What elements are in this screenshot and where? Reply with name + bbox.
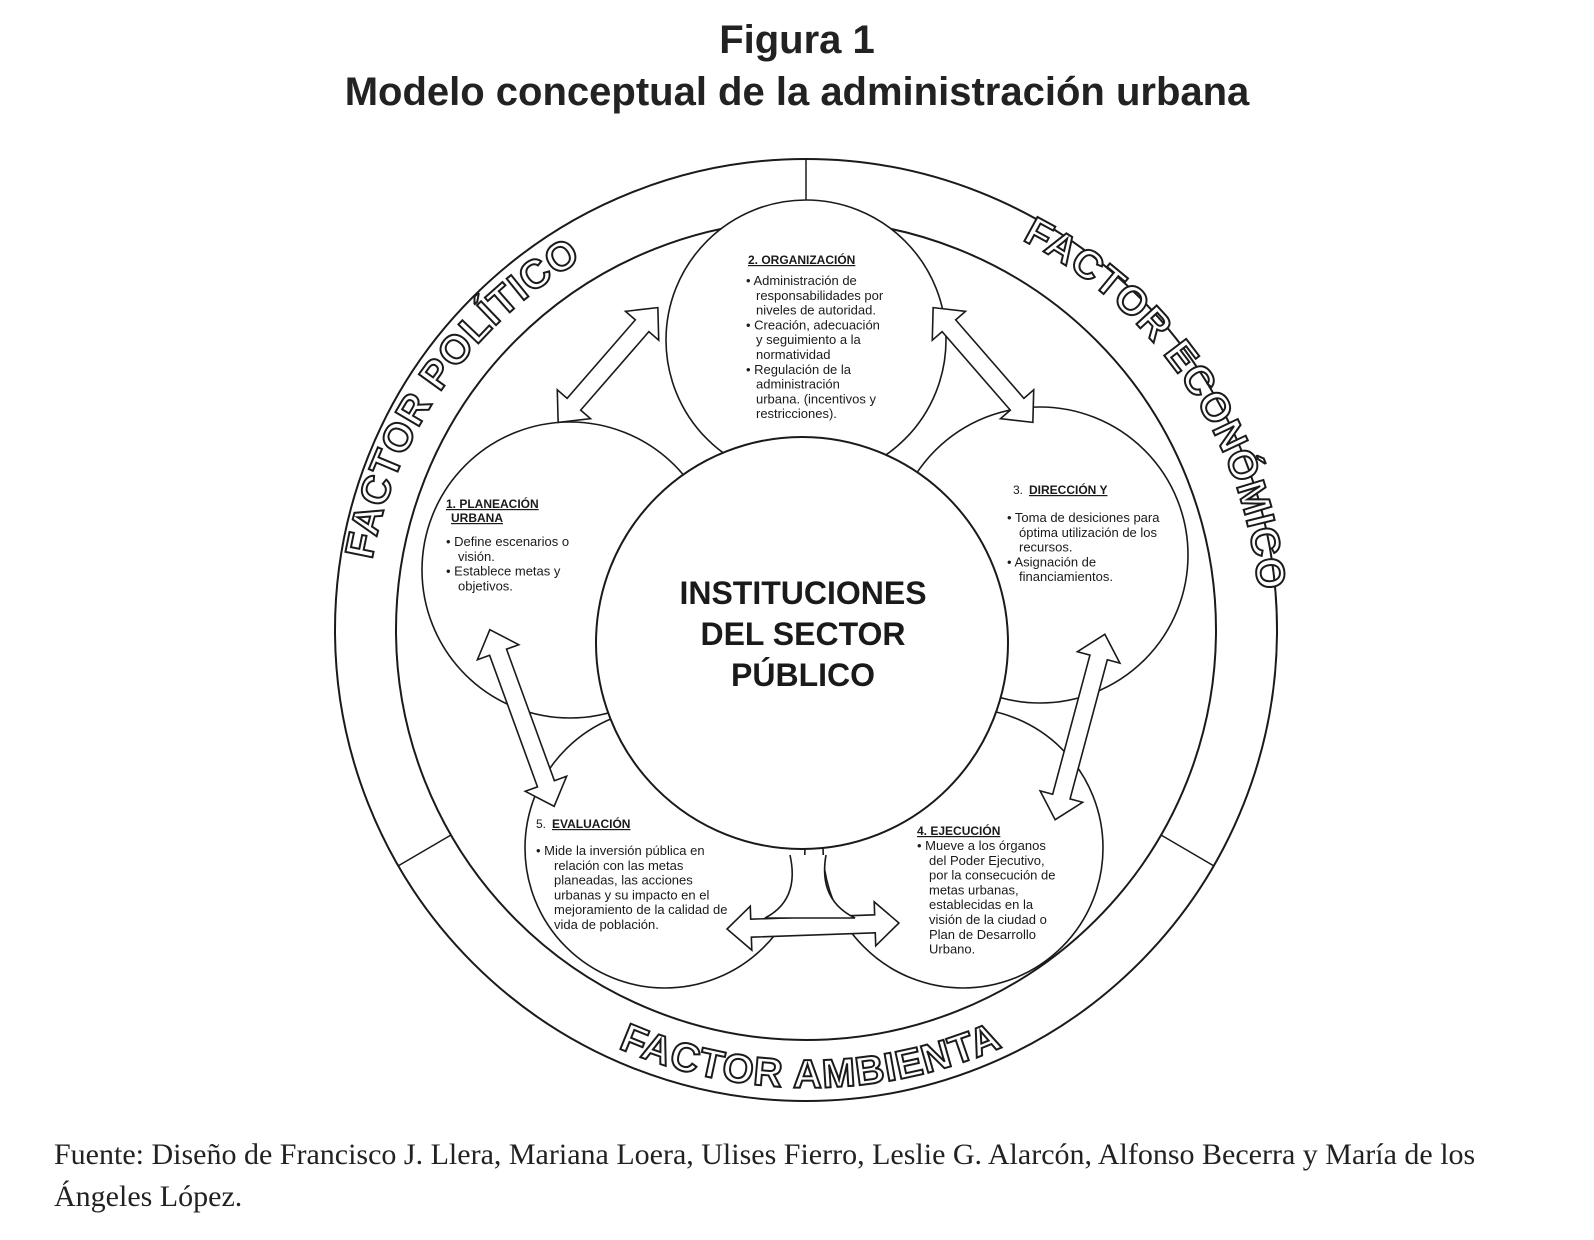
organizacion-list-line: normatividad: [756, 347, 830, 362]
planeacion-list-line: visión.: [458, 549, 495, 564]
evaluacion-list-line: vida de población.: [554, 917, 659, 932]
evaluacion-list-line: • Mide la inversión pública en: [536, 843, 705, 858]
evaluacion-list-line: urbanas y su impacto en el: [554, 887, 709, 902]
organizacion-list-line: • Creación, adecuación: [746, 317, 880, 332]
ring-divider-right: [1160, 834, 1215, 867]
organizacion-list-line: niveles de autoridad.: [756, 303, 876, 318]
organizacion-list-line: • Regulación de la: [746, 362, 852, 377]
arrow-stem-bottom: [764, 854, 856, 919]
arrow-direccion-ejecucion: [1038, 633, 1122, 821]
direccion-list-line: • Asignación de: [1007, 554, 1096, 569]
figure-label: Figura 1: [719, 18, 875, 62]
organizacion-list-line: responsabilidades por: [756, 288, 884, 303]
ejecucion-list-line: Plan de Desarrollo: [929, 927, 1036, 942]
organizacion-heading: 2. ORGANIZACIÓN: [748, 252, 855, 267]
direccion-list-line: • Toma de desiciones para: [1007, 510, 1160, 525]
direccion-heading: DIRECCIÓN Y: [1029, 482, 1107, 497]
admin-model-diagram: INSTITUCIONES DEL SECTOR PÚBLICO FACTOR …: [0, 0, 1293, 1102]
ejecucion-list-line: establecidas en la: [929, 897, 1034, 912]
evaluacion-list-line: planeadas, las acciones: [554, 873, 693, 888]
central-circle: [595, 436, 1009, 850]
planeacion-heading-2: URBANA: [451, 511, 503, 525]
organizacion-list-line: • Administración de: [746, 273, 857, 288]
organizacion-list-line: administración: [756, 377, 840, 392]
ejecucion-list-line: por la consecución de: [929, 868, 1055, 883]
planeacion-list-line: • Define escenarios o: [446, 534, 569, 549]
evaluacion-number: 5.: [536, 817, 546, 831]
ejecucion-list-line: metas urbanas,: [929, 882, 1019, 897]
arrow-organizacion-direccion: [931, 306, 1035, 424]
figure-title: Modelo conceptual de la administración u…: [344, 70, 1250, 114]
planeacion-heading-1: 1. PLANEACIÓN: [446, 496, 539, 511]
direccion-number: 3.: [1013, 483, 1023, 497]
organizacion-list-line: y seguimiento a la: [756, 332, 862, 347]
ejecucion-list-line: visión de la ciudad o: [929, 912, 1047, 927]
arrow-planeacion-organizacion: [556, 306, 660, 424]
ejecucion-list-line: • Mueve a los órganos: [917, 838, 1046, 853]
center-line-1: INSTITUCIONES: [679, 575, 926, 611]
arrow-planeacion-evaluacion: [475, 628, 569, 808]
planeacion-list-line: • Establece metas y: [446, 564, 561, 579]
source-note: Fuente: Diseño de Francisco J. Llera, Ma…: [54, 1138, 1476, 1213]
planeacion-list-line: objetivos.: [458, 578, 513, 593]
evaluacion-list-line: mejoramiento de la calidad de: [554, 902, 727, 917]
organizacion-list-line: restricciones).: [756, 406, 837, 421]
direccion-list-line: financiamientos.: [1019, 569, 1113, 584]
center-line-3: PÚBLICO: [731, 657, 875, 693]
arrow-evaluacion-ejecucion: [725, 900, 901, 952]
direccion-list-line: recursos.: [1019, 540, 1072, 555]
direccion-list-line: óptima utilización de los: [1019, 525, 1158, 540]
ejecucion-heading: 4. EJECUCIÓN: [917, 823, 1000, 838]
ring-divider-left: [397, 834, 452, 867]
ejecucion-list-line: Urbano.: [929, 942, 975, 957]
evaluacion-list-line: relación con las metas: [554, 858, 684, 873]
center-line-2: DEL SECTOR: [700, 616, 905, 652]
organizacion-list-line: urbana. (incentivos y: [756, 391, 876, 406]
ejecucion-list-line: del Poder Ejecutivo,: [929, 853, 1045, 868]
evaluacion-heading: EVALUACIÓN: [552, 816, 630, 831]
